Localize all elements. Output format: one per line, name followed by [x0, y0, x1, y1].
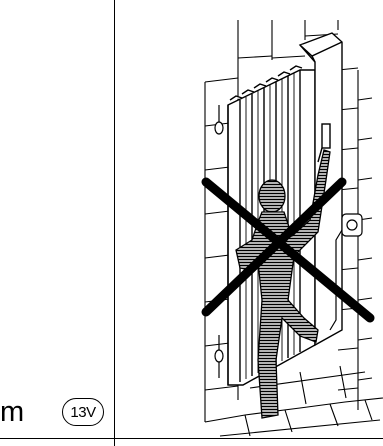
corner-text: m: [0, 396, 24, 428]
radiator-no-climbing-icon: [115, 0, 383, 438]
wall-brackets: [215, 105, 223, 378]
step-badge: 13V: [62, 398, 104, 426]
right-panel: [115, 0, 383, 438]
bottom-rule: [0, 438, 383, 439]
left-panel: m 13V: [0, 0, 114, 438]
